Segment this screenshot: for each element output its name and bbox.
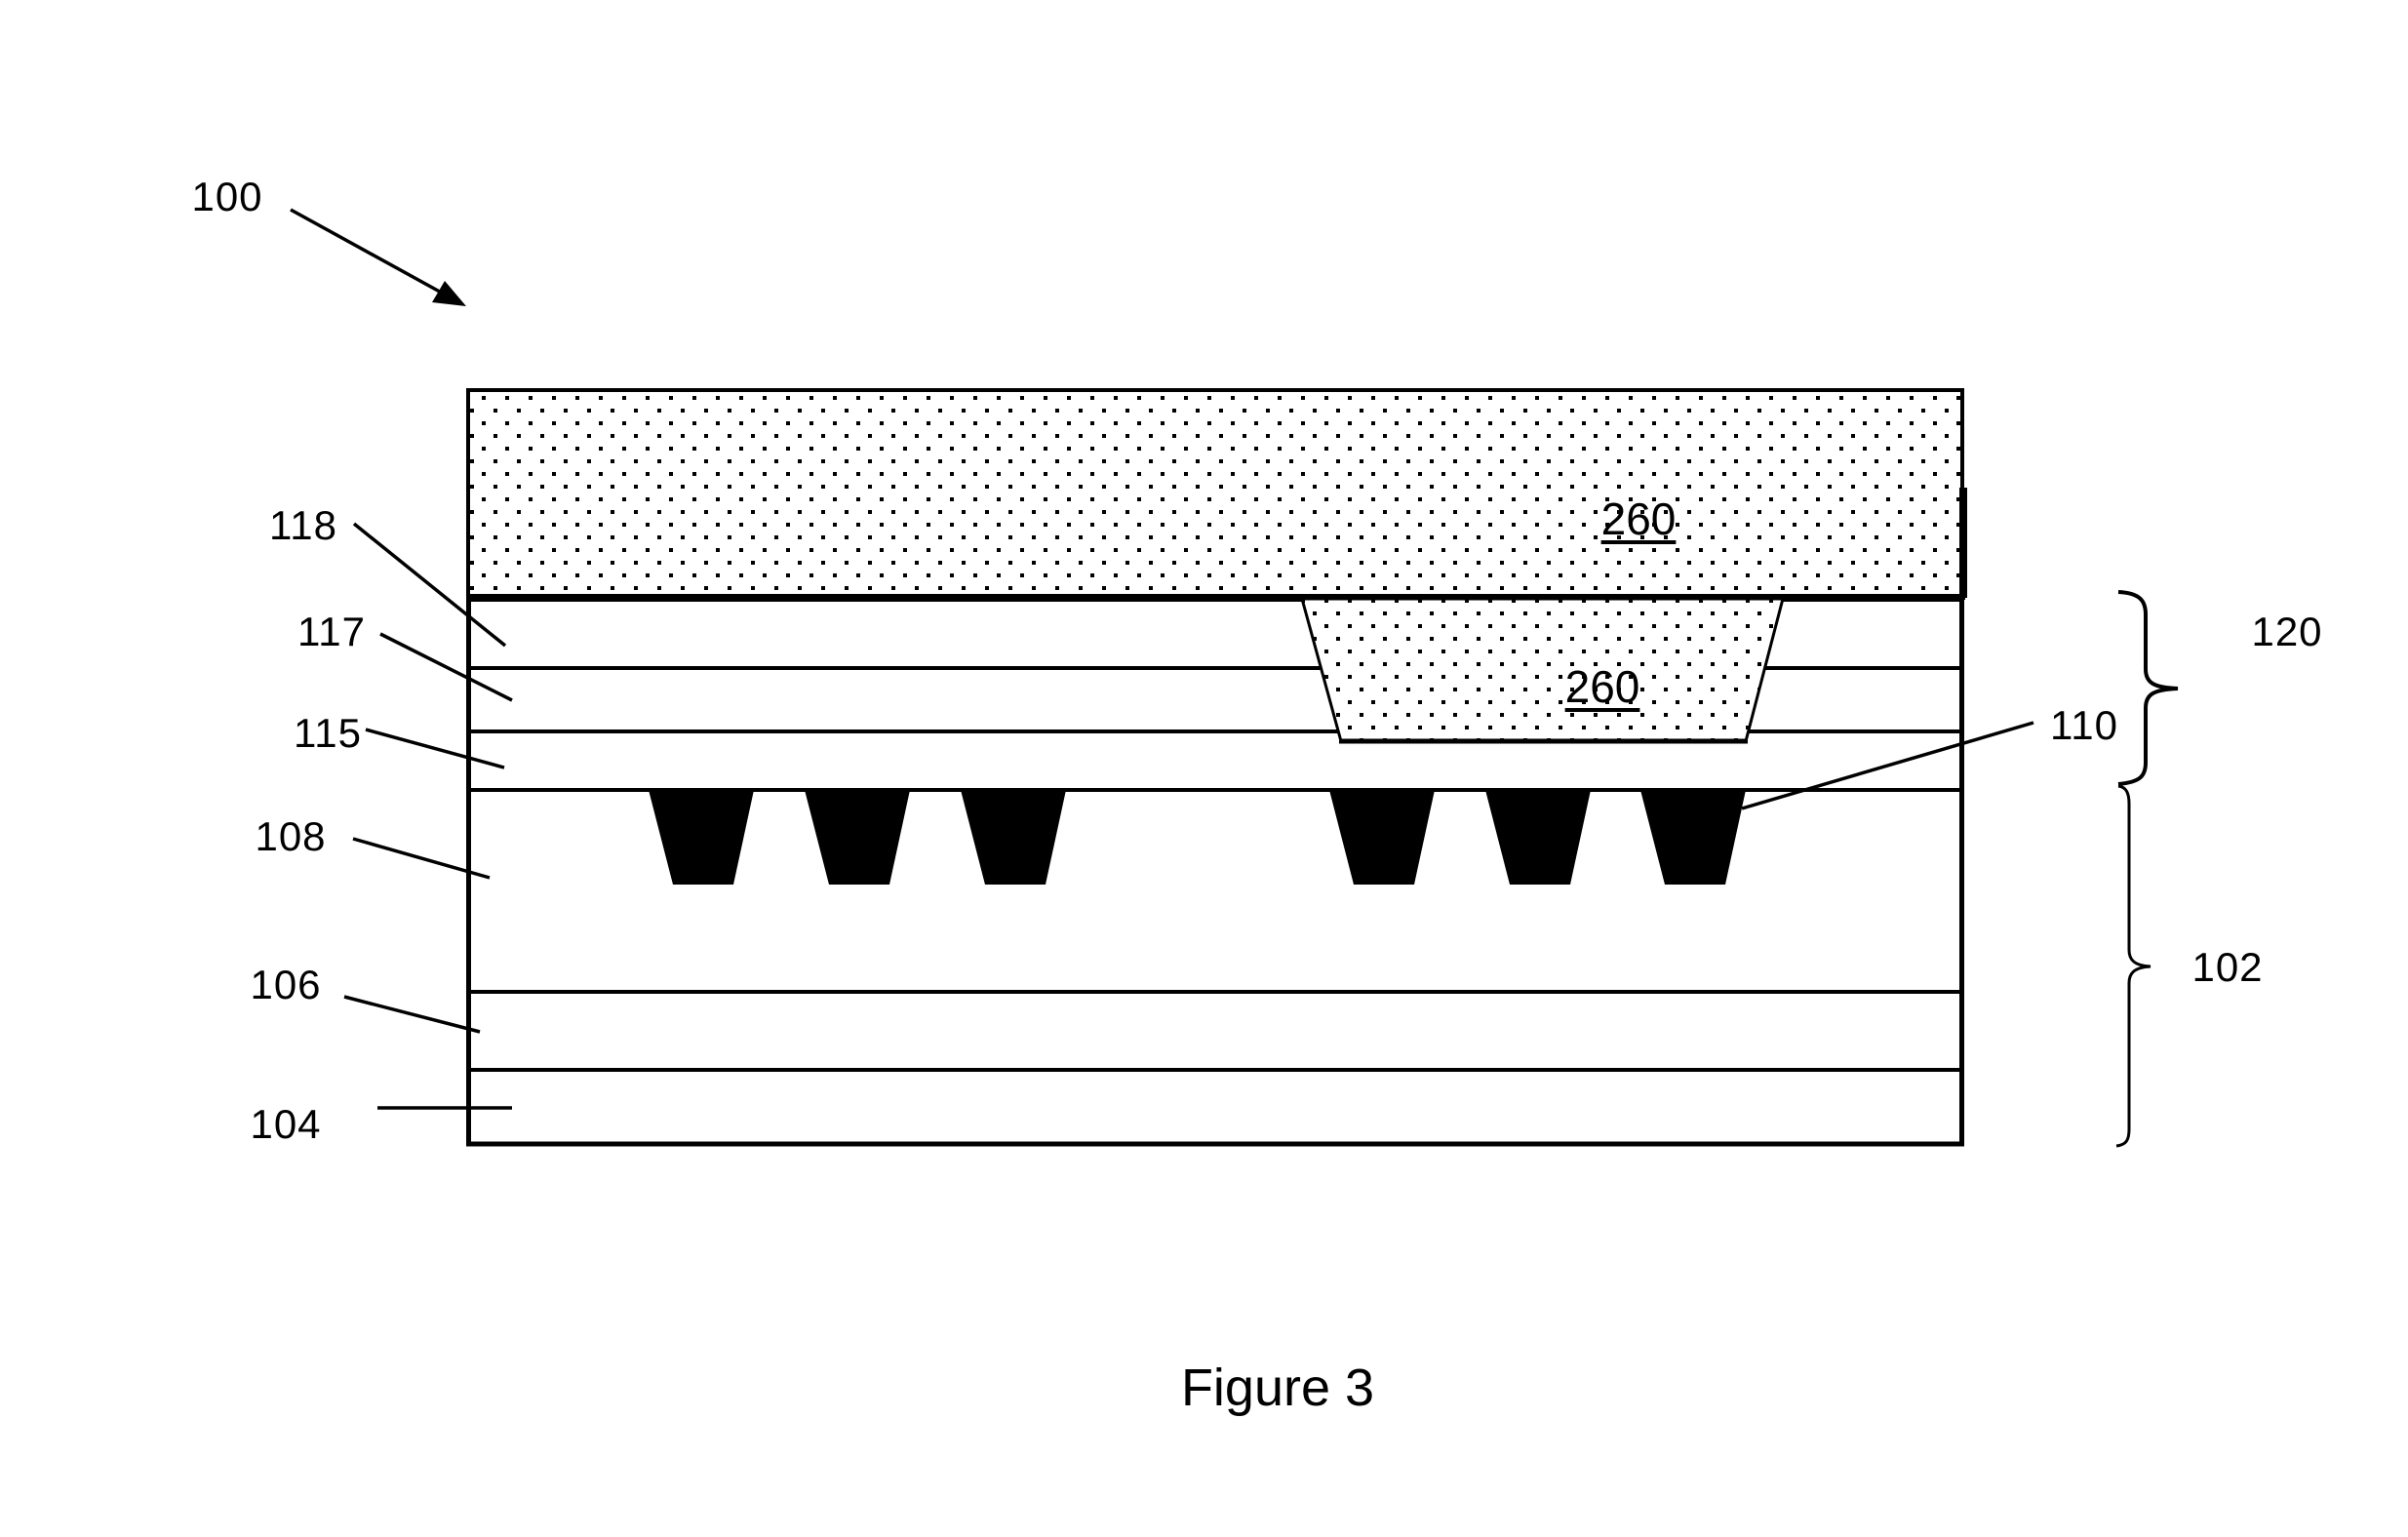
leader-line-110 [1741,721,2034,810]
leader-line-106 [343,995,481,1034]
label-layer-106: 106 [250,962,322,1007]
feature-trapezoid-6 [1640,790,1746,885]
label-stack-120: 120 [2251,609,2323,654]
leader-line-115 [365,728,505,769]
leader-line-118 [352,522,507,648]
figure-caption: Figure 3 [1180,1359,1375,1417]
label-layer-115: 115 [294,710,362,756]
label-fill-top-260: 260 [1600,493,1677,544]
assembly-arrow-shaft [290,208,448,297]
leader-line-117 [379,632,513,702]
feature-trapezoid-3 [961,790,1066,885]
feature-trapezoid-5 [1485,790,1591,885]
brace-120 [2117,590,2179,786]
label-layer-108: 108 [255,813,327,859]
right-edge-thick-segment [1959,488,1967,598]
label-layer-104: 104 [250,1101,322,1147]
label-layer-117: 117 [297,609,366,654]
label-fill-via-260: 260 [1564,661,1640,712]
label-feature-110: 110 [2050,702,2118,748]
label-layer-118: 118 [269,502,337,548]
top-fill-layer-260 [466,388,1964,599]
leader-line-108 [352,837,491,880]
via-fill-trapezoid-260 [1300,597,1785,743]
assembly-arrowhead [432,281,466,306]
feature-trapezoid-2 [805,790,910,885]
label-assembly-100: 100 [191,174,263,219]
feature-trapezoid-1 [649,790,754,885]
label-stack-102: 102 [2191,944,2264,990]
feature-trapezoid-4 [1329,790,1435,885]
brace-102 [2115,784,2151,1148]
